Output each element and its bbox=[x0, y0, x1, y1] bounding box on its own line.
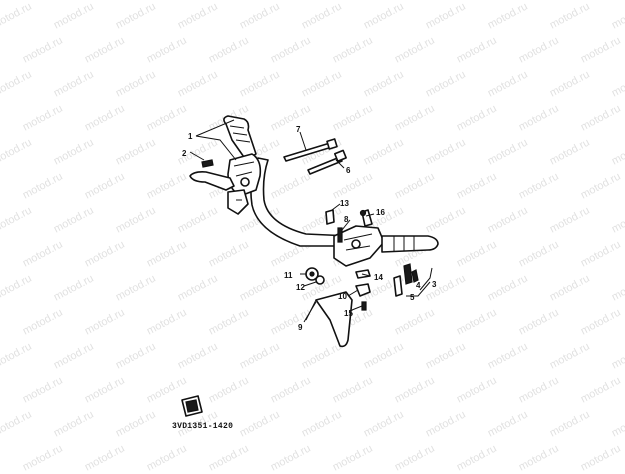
bolt-13 bbox=[325, 209, 335, 225]
callout-6: 6 bbox=[346, 166, 351, 175]
callout-9: 9 bbox=[298, 323, 303, 332]
cable-tie-6 bbox=[307, 156, 343, 175]
callout-14: 14 bbox=[374, 273, 383, 282]
callout-12: 12 bbox=[296, 283, 305, 292]
nut-12 bbox=[315, 275, 325, 285]
callout-16: 16 bbox=[376, 208, 385, 217]
diagram-code: 3VD1351-1420 bbox=[172, 422, 234, 431]
left-lever-bracket bbox=[227, 189, 249, 215]
screw-2 bbox=[201, 159, 214, 168]
callout-10: 10 bbox=[338, 292, 347, 301]
callout-5: 5 bbox=[410, 293, 415, 302]
screw-5 bbox=[393, 275, 403, 297]
left-grip bbox=[223, 115, 257, 161]
handlebar-tube bbox=[250, 157, 351, 247]
callout-13: 13 bbox=[340, 199, 349, 208]
screw-8 bbox=[337, 227, 343, 243]
callout-3: 3 bbox=[432, 280, 437, 289]
screw-15 bbox=[361, 301, 367, 311]
switch-10 bbox=[355, 283, 371, 297]
cable-tie-7 bbox=[283, 142, 333, 162]
callout-2: 2 bbox=[182, 149, 187, 158]
leader-lines bbox=[189, 119, 433, 323]
right-grip bbox=[381, 235, 439, 253]
callout-15: 15 bbox=[344, 309, 353, 318]
reference-stamp bbox=[181, 395, 203, 417]
callout-8: 8 bbox=[344, 215, 349, 224]
callout-11: 11 bbox=[284, 271, 293, 280]
callout-1: 1 bbox=[188, 132, 193, 141]
callout-4: 4 bbox=[416, 281, 421, 290]
screw-4 bbox=[411, 269, 419, 283]
brake-lever bbox=[315, 291, 353, 348]
callout-7: 7 bbox=[296, 125, 301, 134]
left-lever bbox=[189, 171, 235, 191]
screw-3 bbox=[403, 263, 413, 285]
